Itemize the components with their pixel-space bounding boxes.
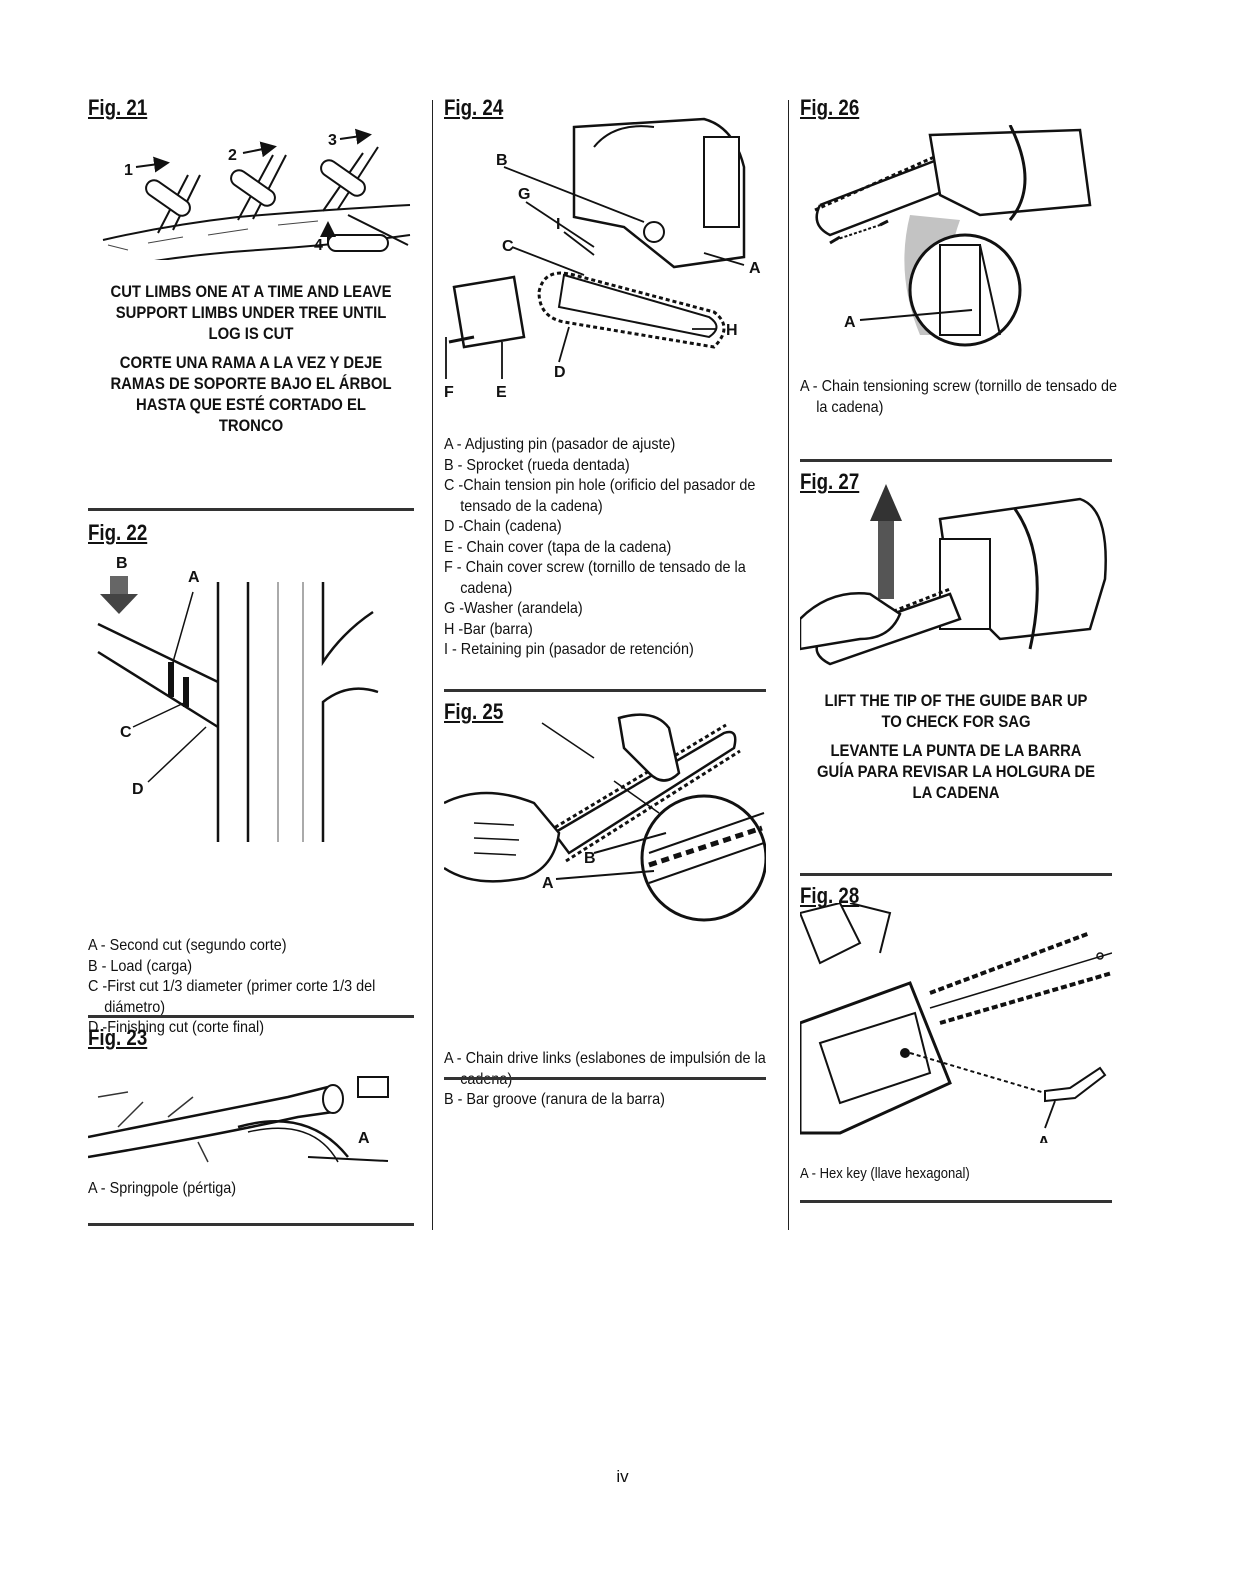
fig24-legend-i: I - Retaining pin (pasador de retención) <box>444 641 694 658</box>
fig25-legend-b: B - Bar groove (ranura de la barra) <box>444 1091 665 1108</box>
figure-26-title: Fig. 26 <box>800 95 860 120</box>
page-number: iv <box>616 1467 629 1486</box>
fig22-label-c: C <box>120 724 132 741</box>
fig21-label-1: 1 <box>124 162 133 179</box>
figure-22-legend: A - Second cut (segundo corte) B - Load … <box>88 936 414 1039</box>
figure-21-caption-en: CUT LIMBS ONE AT A TIME AND LEAVE SUPPOR… <box>110 283 392 343</box>
figure-24: Fig. 24 <box>444 95 766 658</box>
section-rule <box>88 508 414 511</box>
figure-22: Fig. 22 <box>88 520 414 1036</box>
fig23-label-a: A <box>358 1130 370 1147</box>
figure-26-illustration: A <box>800 125 1112 375</box>
fig24-legend-b: B - Sprocket (rueda dentada) <box>444 456 630 474</box>
figure-28-illustration: A <box>800 903 1112 1143</box>
fig24-label-h: H <box>726 322 738 339</box>
fig25-label-a: A <box>542 875 554 892</box>
section-rule <box>444 1077 766 1080</box>
fig24-label-a: A <box>749 260 761 277</box>
fig22-legend-d: D -Finishing cut (corte final) <box>88 1019 265 1036</box>
section-rule <box>444 689 766 692</box>
figure-24-legend: A - Adjusting pin (pasador de ajuste) B … <box>444 435 766 661</box>
figure-25-title: Fig. 25 <box>444 699 504 724</box>
figure-22-title: Fig. 22 <box>88 520 148 545</box>
fig22-legend-b: B - Load (carga) <box>88 957 193 975</box>
fig25-legend-a: A - Chain drive links (eslabones de impu… <box>444 1050 766 1088</box>
fig23-legend-a: A - Springpole (pértiga) <box>88 1180 237 1197</box>
figure-28-legend: A - Hex key (llave hexagonal) <box>800 1164 1112 1185</box>
fig28-legend-a: A - Hex key (llave hexagonal) <box>800 1166 970 1182</box>
fig21-label-4: 4 <box>314 237 323 254</box>
figure-23-illustration: A <box>88 1057 414 1167</box>
section-rule <box>88 1223 414 1226</box>
fig24-label-b: B <box>496 152 508 169</box>
fig24-label-c: C <box>502 238 514 255</box>
figure-22-illustration: A B C D <box>88 552 414 842</box>
fig25-label-b: B <box>584 850 596 867</box>
fig22-label-a: A <box>188 569 200 586</box>
fig24-label-i: I <box>556 216 560 233</box>
figure-21-caption-es: CORTE UNA RAMA A LA VEZ Y DEJE RAMAS DE … <box>110 354 392 435</box>
fig26-legend-a: A - Chain tensioning screw (tornillo de … <box>800 378 1117 416</box>
figure-21-illustration: 1 2 3 4 <box>88 125 414 260</box>
figure-27: Fig. 27 LIFT THE TIP <box>800 469 1112 802</box>
fig21-label-2: 2 <box>228 147 237 164</box>
fig24-legend-e: E - Chain cover (tapa de la cadena) <box>444 538 672 556</box>
fig24-label-d: D <box>554 364 566 381</box>
figure-26: Fig. 26 A A - Chain te <box>800 95 1117 416</box>
section-rule <box>88 1015 414 1018</box>
column-divider-right <box>788 100 789 1230</box>
fig22-label-d: D <box>132 781 144 798</box>
fig24-legend-g: G -Washer (arandela) <box>444 600 583 617</box>
figure-25-illustration: A B <box>444 693 766 953</box>
figure-26-legend: A - Chain tensioning screw (tornillo de … <box>800 377 1117 418</box>
fig22-legend-c: C -First cut 1/3 diameter (primer corte … <box>88 978 376 1016</box>
section-rule <box>800 459 1112 462</box>
fig26-label-a: A <box>844 314 856 331</box>
figure-25: Fig. 25 <box>444 699 766 1108</box>
fig24-legend-c: C -Chain tension pin hole (orificio del … <box>444 477 756 515</box>
figure-27-illustration <box>800 479 1112 689</box>
fig24-label-e: E <box>496 384 507 397</box>
fig24-legend-d: D -Chain (cadena) <box>444 518 562 535</box>
figure-28-title: Fig. 28 <box>800 883 860 908</box>
figure-24-illustration: A B C D E F G H I <box>444 107 766 397</box>
figure-27-title: Fig. 27 <box>800 469 860 494</box>
fig24-label-g: G <box>518 186 530 203</box>
fig21-label-3: 3 <box>328 132 337 149</box>
fig22-legend-a: A - Second cut (segundo corte) <box>88 937 287 954</box>
section-rule <box>800 1200 1112 1203</box>
figure-24-title: Fig. 24 <box>444 95 504 120</box>
column-divider-left <box>432 100 433 1230</box>
fig24-legend-f: F - Chain cover screw (tornillo de tensa… <box>444 559 746 597</box>
figure-23: Fig. 23 A A - Springpole (pértiga) <box>88 1025 414 1197</box>
fig28-label-a: A <box>1038 1134 1050 1143</box>
figure-23-legend: A - Springpole (pértiga) <box>88 1179 414 1200</box>
figure-25-legend: A - Chain drive links (eslabones de impu… <box>444 1049 766 1111</box>
figure-27-caption-es: LEVANTE LA PUNTA DE LA BARRA GUÍA PARA R… <box>816 742 1096 802</box>
figure-27-caption-en: LIFT THE TIP OF THE GUIDE BAR UP TO CHEC… <box>824 692 1088 731</box>
fig24-legend-h: H -Bar (barra) <box>444 620 533 638</box>
fig24-legend-a: A - Adjusting pin (pasador de ajuste) <box>444 436 676 453</box>
figure-23-title: Fig. 23 <box>88 1025 148 1050</box>
figure-28: Fig. 28 A A <box>800 883 1112 1182</box>
fig24-label-f: F <box>444 384 454 397</box>
section-rule <box>800 873 1112 876</box>
fig22-label-b: B <box>116 555 128 572</box>
figure-21-title: Fig. 21 <box>88 95 148 120</box>
figure-21: Fig. 21 <box>88 95 414 435</box>
